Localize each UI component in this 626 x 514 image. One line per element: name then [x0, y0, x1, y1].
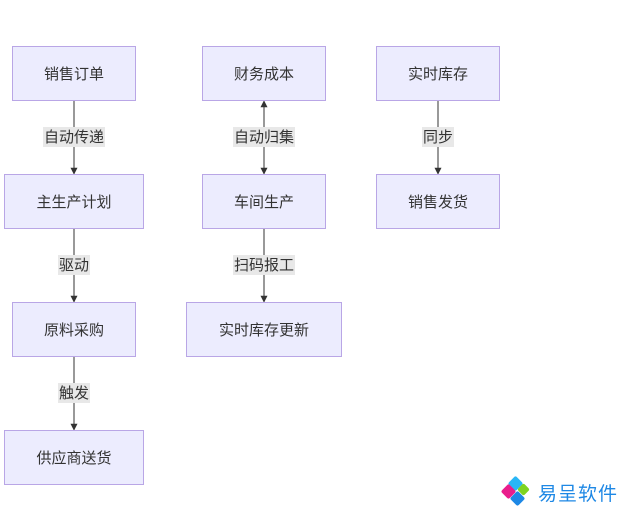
node-label: 供应商送货 — [36, 449, 112, 467]
edge-label-auto-transfer: 自动传递 — [42, 127, 106, 147]
node-workshop-production[interactable]: 车间生产 — [202, 174, 326, 229]
node-supplier-delivery[interactable]: 供应商送货 — [4, 430, 144, 485]
brand-logo: 易呈软件 — [500, 476, 618, 508]
edge-label-scan-report: 扫码报工 — [232, 255, 296, 275]
brand-name: 易呈软件 — [538, 482, 619, 505]
node-label: 财务成本 — [233, 65, 294, 83]
node-label: 实时库存 — [407, 65, 468, 83]
node-label: 原料采购 — [43, 321, 104, 339]
node-label: 实时库存更新 — [218, 321, 309, 339]
edge-label-trigger: 触发 — [57, 383, 91, 403]
node-label: 销售发货 — [407, 193, 468, 211]
node-realtime-inventory-update[interactable]: 实时库存更新 — [186, 302, 342, 357]
node-master-plan[interactable]: 主生产计划 — [4, 174, 144, 229]
node-sales-order[interactable]: 销售订单 — [12, 46, 136, 101]
node-finance-cost[interactable]: 财务成本 — [202, 46, 326, 101]
edge-label-auto-collect: 自动归集 — [232, 127, 296, 147]
node-label: 主生产计划 — [36, 193, 112, 211]
edge-label-drive: 驱动 — [57, 255, 91, 275]
node-label: 车间生产 — [233, 193, 294, 211]
node-label: 销售订单 — [43, 65, 104, 83]
node-sales-shipment[interactable]: 销售发货 — [376, 174, 500, 229]
yicheng-logo-icon — [501, 476, 530, 506]
edge-label-sync: 同步 — [421, 127, 455, 147]
node-material-purchase[interactable]: 原料采购 — [12, 302, 136, 357]
node-realtime-inventory[interactable]: 实时库存 — [376, 46, 500, 101]
